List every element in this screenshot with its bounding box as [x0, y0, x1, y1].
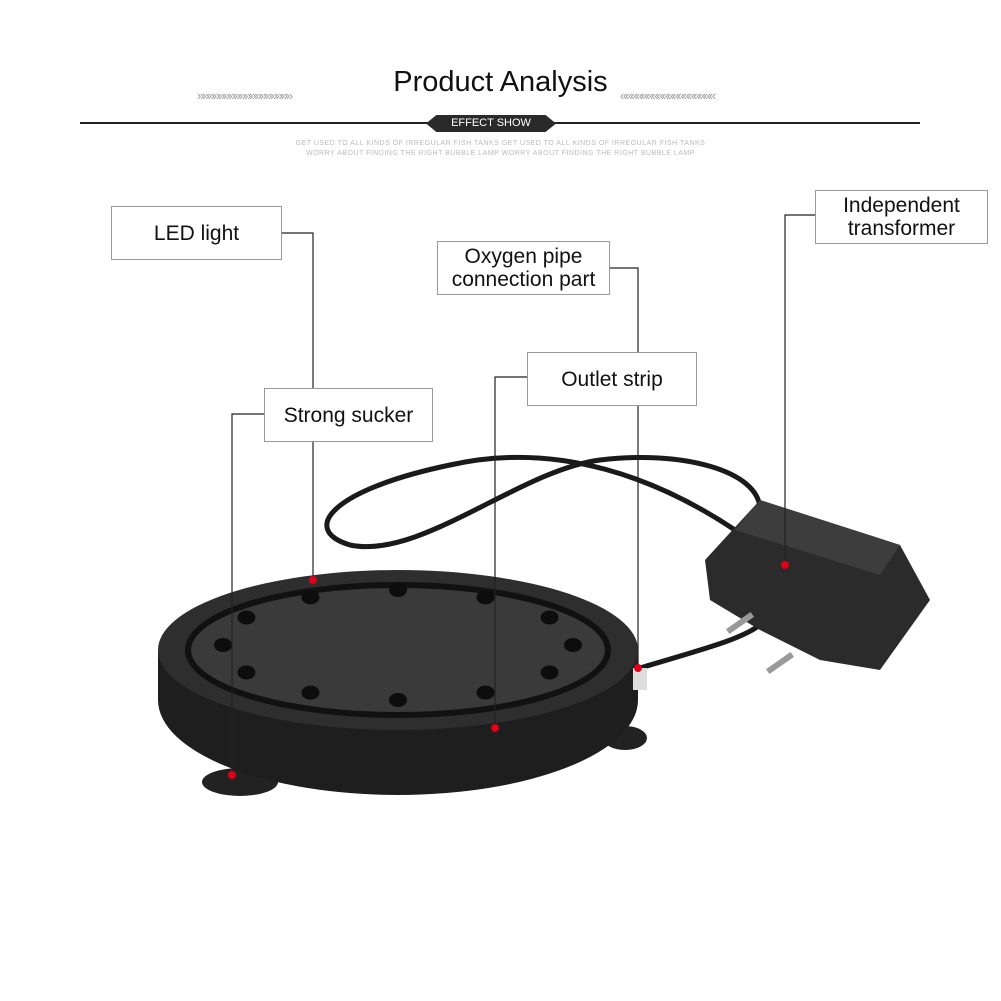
- led-base: [158, 570, 647, 795]
- led-bulb: [389, 583, 407, 597]
- leader-lines: [231, 214, 815, 775]
- page-title: Product Analysis: [393, 66, 608, 98]
- subtitle-line-1: GET USED TO ALL KINDS OF IRREGULAR FISH …: [295, 140, 706, 147]
- led-bulb: [476, 685, 495, 700]
- chevron-decoration-right: ««««««««««««««««««: [620, 88, 716, 103]
- label-outlet-strip: Outlet strip: [527, 352, 697, 406]
- power-cable: [324, 454, 763, 671]
- led-bulb: [540, 610, 559, 625]
- led-bulb: [476, 590, 495, 605]
- transformer-adapter: [705, 500, 930, 675]
- led-bulb: [540, 665, 559, 680]
- label-transformer: Independent transformer: [815, 190, 988, 244]
- led-bulb: [389, 693, 407, 707]
- pointer-dots: [228, 561, 789, 779]
- led-bulb: [237, 665, 256, 680]
- label-oxygen-pipe: Oxygen pipe connection part: [437, 241, 610, 295]
- led-bulb: [214, 638, 232, 652]
- led-bulb: [301, 590, 320, 605]
- chevron-decoration-left: »»»»»»»»»»»»»»»»»»: [197, 88, 293, 103]
- label-led-light: LED light: [111, 206, 282, 260]
- label-strong-sucker: Strong sucker: [264, 388, 433, 442]
- effect-show-badge: EFFECT SHOW: [426, 115, 556, 132]
- led-bulb: [301, 685, 320, 700]
- subtitle-line-2: WORRY ABOUT FINDING THE RIGHT BUBBLE LAM…: [306, 150, 695, 157]
- led-bulb: [564, 638, 582, 652]
- led-bulb: [237, 610, 256, 625]
